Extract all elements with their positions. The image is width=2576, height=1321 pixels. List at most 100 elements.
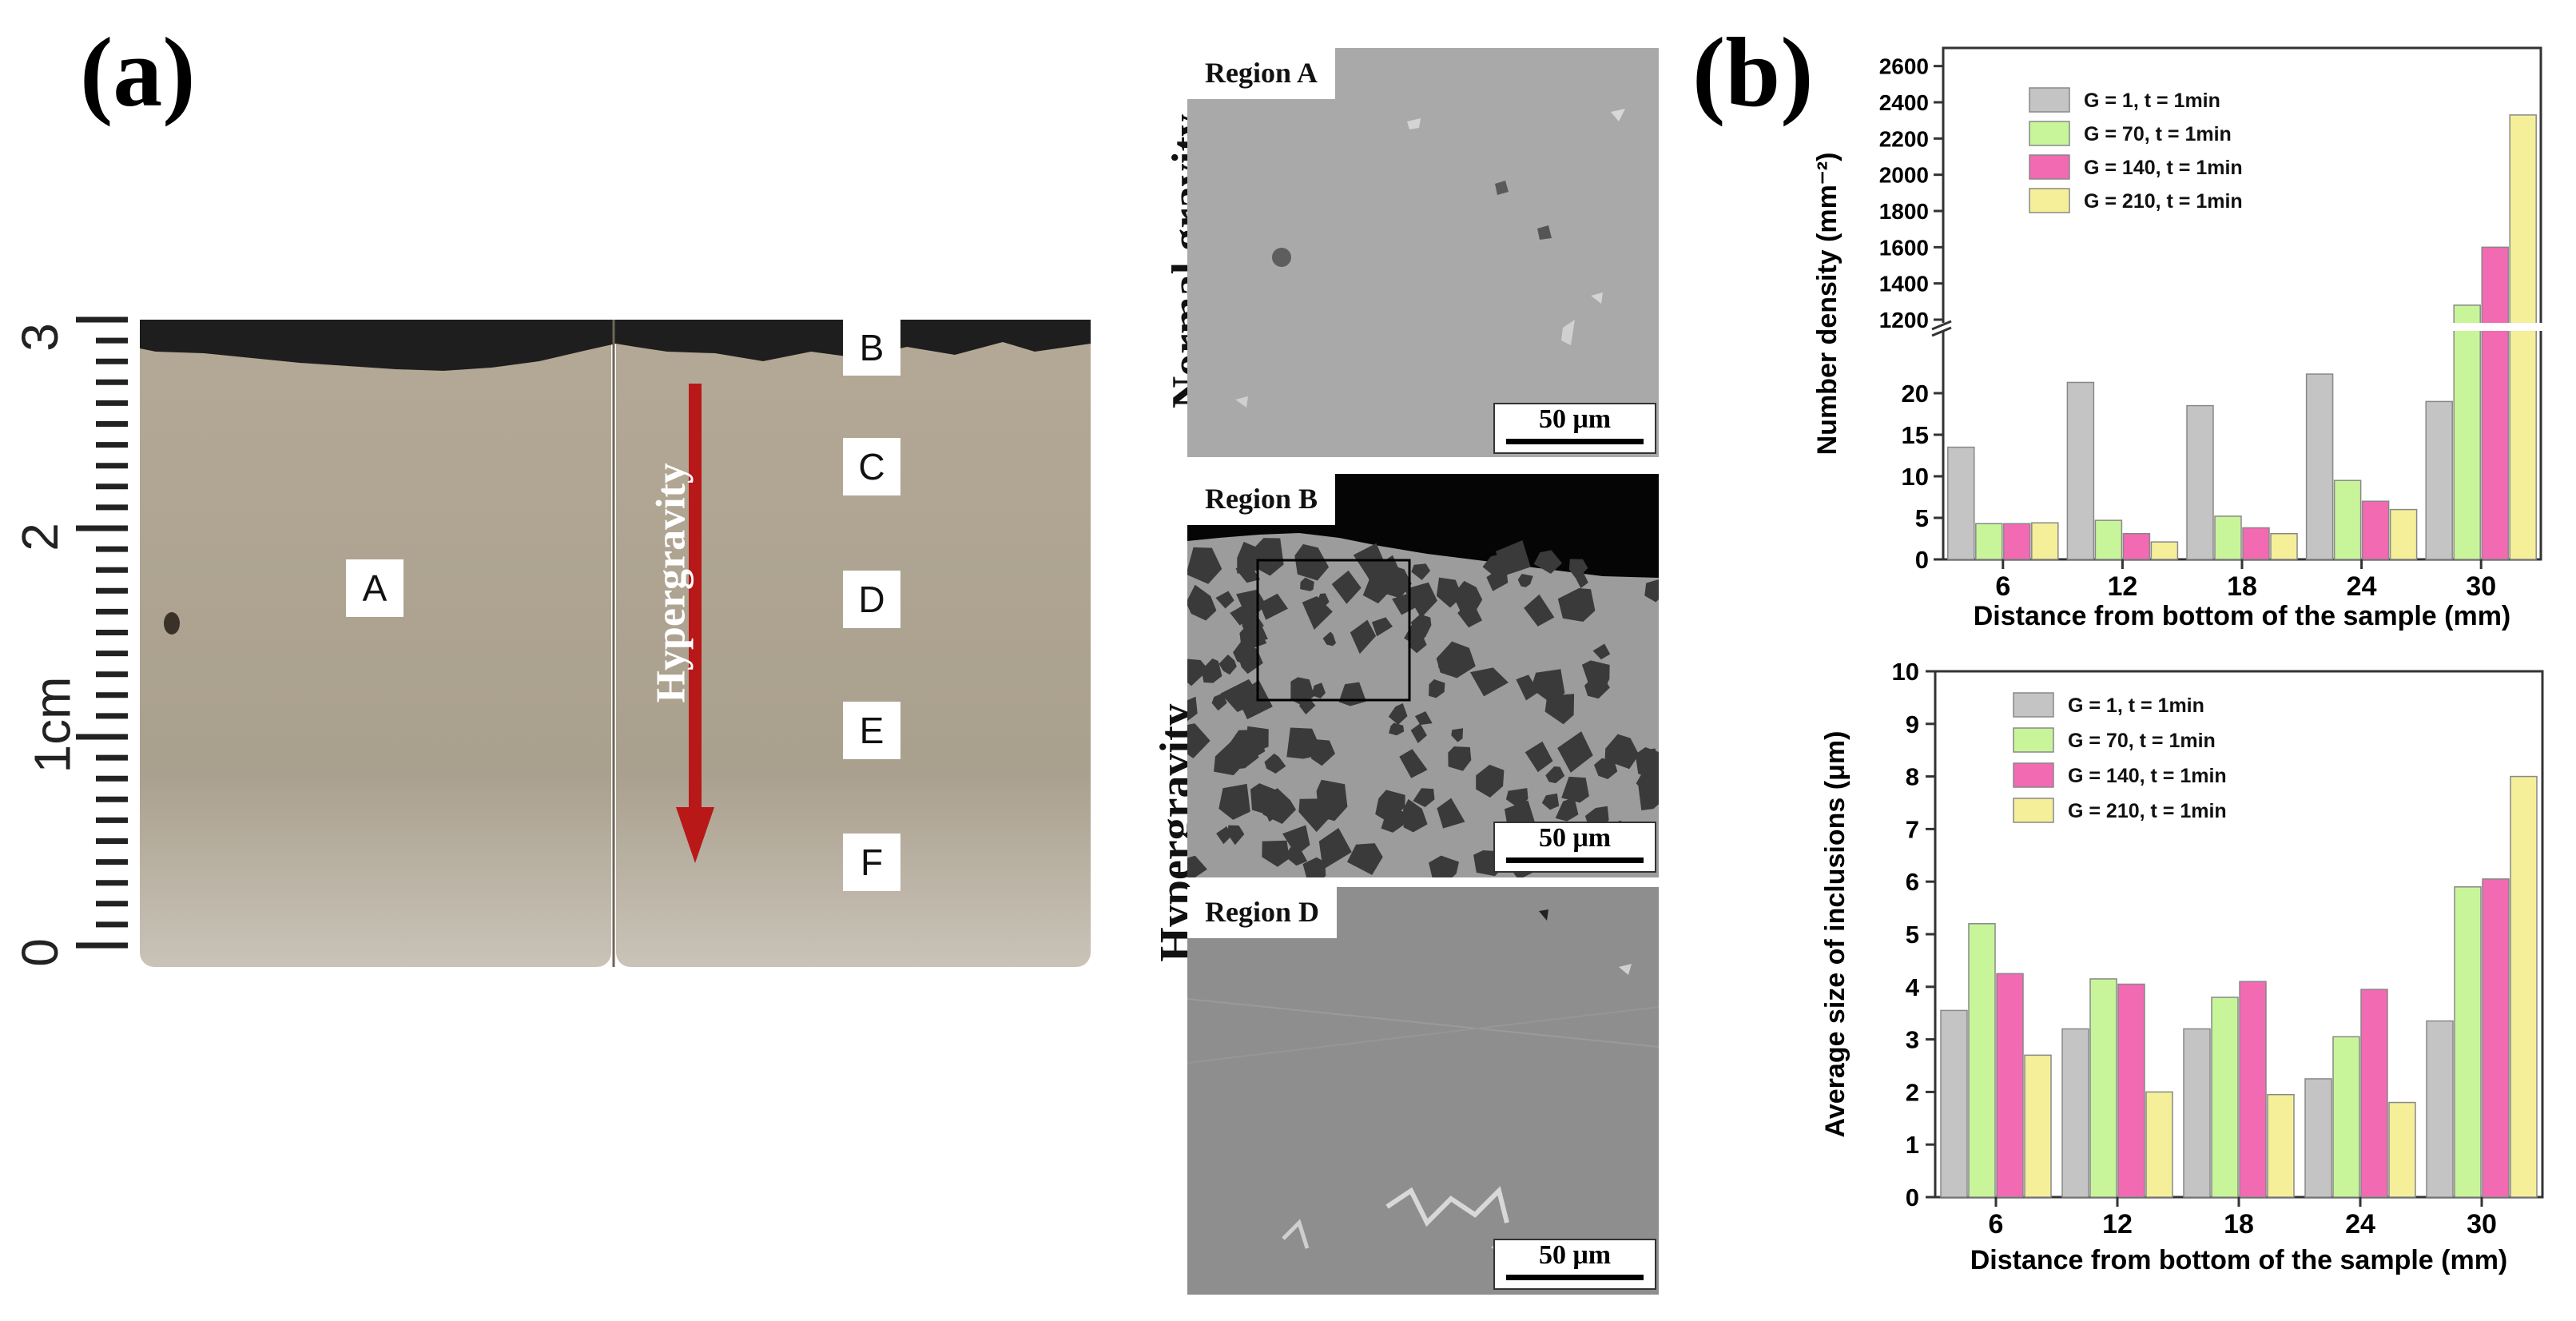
legend-label: G = 210, t = 1min (2068, 800, 2227, 822)
ruler-label-1cm: 1cm (23, 676, 81, 774)
legend-swatch (2029, 188, 2070, 213)
sem-particle (1331, 570, 1362, 604)
micrograph-label-region-a: Region A (1187, 48, 1336, 99)
x-tick-label: 18 (2227, 571, 2257, 602)
sem-particle (1187, 723, 1210, 758)
bar (2117, 983, 2145, 1198)
sem-particle (1516, 674, 1539, 701)
micrograph-region-b-image (1187, 474, 1659, 877)
bar (2304, 1078, 2332, 1198)
y-tick-label: 1200 (1879, 308, 1929, 332)
sem-particle (1638, 748, 1659, 773)
bar (2481, 246, 2509, 560)
y-tick-label: 1800 (1879, 199, 1929, 224)
sem-particle (1410, 723, 1427, 743)
y-tick-label: 2000 (1879, 163, 1929, 188)
sample-label-c: C (843, 438, 900, 495)
legend-swatch (2029, 154, 2070, 180)
bar (2482, 878, 2510, 1198)
sem-particle (1604, 734, 1640, 770)
bar (2426, 1020, 2454, 1198)
sem-particle (1235, 561, 1261, 583)
axis-break (1934, 323, 2550, 331)
sem-particle (1201, 659, 1222, 683)
sem-particle (1389, 722, 1405, 736)
y-tick-label: 9 (1906, 710, 1919, 738)
sem-particle (1252, 538, 1284, 576)
y-axis-label: Average size of inclusions (μm) (1820, 731, 1851, 1138)
bar (2066, 381, 2095, 560)
x-tick-label: 6 (1995, 571, 2010, 602)
sem-particle (1644, 579, 1659, 603)
sem-particle (1236, 589, 1266, 622)
y-tick-label: 7 (1906, 815, 1919, 843)
y-tick-label: 1 (1906, 1131, 1919, 1159)
bar (2024, 1054, 2052, 1198)
x-tick-label: 12 (2107, 571, 2137, 602)
legend-swatch (2029, 121, 2070, 146)
sem-particle (1317, 593, 1330, 607)
scale-bar-region-d: 50 μm (1493, 1239, 1656, 1290)
legend-label: G = 140, t = 1min (2084, 157, 2243, 179)
sem-particle (1429, 855, 1459, 877)
sem-particle (1300, 577, 1314, 591)
legend-label: G = 70, t = 1min (2068, 730, 2216, 752)
sem-particle (1404, 582, 1437, 619)
sem-particle (1399, 749, 1428, 778)
y-tick-label: 2 (1906, 1078, 1919, 1106)
bar (2453, 304, 2481, 560)
sem-particle (1358, 844, 1374, 862)
x-tick-label: 30 (2467, 1209, 2497, 1239)
sem-particle (1318, 828, 1352, 870)
panel-a-label: (a) (80, 18, 196, 127)
y-tick-label: 2400 (1879, 90, 1929, 115)
sem-particle (1533, 550, 1562, 574)
sem-particle (1388, 703, 1408, 725)
sem-particle (1636, 770, 1659, 799)
y-tick-label: 5 (1906, 921, 1919, 949)
bar (2242, 527, 2270, 560)
sem-particle (1410, 614, 1432, 638)
bar (2122, 533, 2151, 560)
sample-photo-image (140, 320, 1091, 967)
bar (2388, 1101, 2416, 1198)
sem-particle (1506, 805, 1525, 822)
bar (2150, 541, 2179, 560)
sem-particle (1457, 598, 1482, 628)
sem-particle (1187, 659, 1209, 686)
sem-particle (1470, 667, 1509, 697)
legend-swatch (2029, 87, 2070, 113)
bar (2510, 775, 2538, 1198)
y-tick-label: 5 (1915, 504, 1929, 532)
bar (2509, 114, 2537, 560)
sem-particle (1218, 783, 1250, 820)
sem-particle (1557, 731, 1593, 773)
legend-label: G = 140, t = 1min (2068, 765, 2227, 787)
sample-label-d: D (843, 571, 900, 628)
sem-particle (1294, 543, 1330, 581)
y-tick-label: 8 (1906, 763, 1919, 791)
sem-particle (1290, 677, 1314, 706)
legend-label: G = 1, t = 1min (2068, 694, 2204, 717)
scale-bar-text-region-d: 50 μm (1538, 1240, 1612, 1270)
sem-particle (1285, 847, 1308, 866)
sem-particle (1322, 631, 1336, 647)
y-axis-label: Number density (mm⁻²) (1812, 153, 1843, 456)
y-tick-label: 3 (1906, 1026, 1919, 1054)
y-tick-label: 20 (1902, 380, 1929, 408)
sem-particle (1482, 551, 1517, 579)
scale-bar-region-b: 50 μm (1493, 822, 1656, 873)
scale-bar-region-a: 50 μm (1493, 403, 1656, 454)
bar (2389, 508, 2418, 560)
x-tick-label: 24 (2347, 571, 2377, 602)
sem-particle (1476, 764, 1505, 798)
sem-particle (1517, 574, 1533, 587)
sample-label-b: B (843, 320, 900, 376)
bar (2332, 1036, 2360, 1198)
sem-particle (1350, 619, 1377, 655)
bar (1940, 1009, 1968, 1198)
sem-particle (1264, 753, 1286, 774)
sem-particle (1187, 696, 1198, 722)
